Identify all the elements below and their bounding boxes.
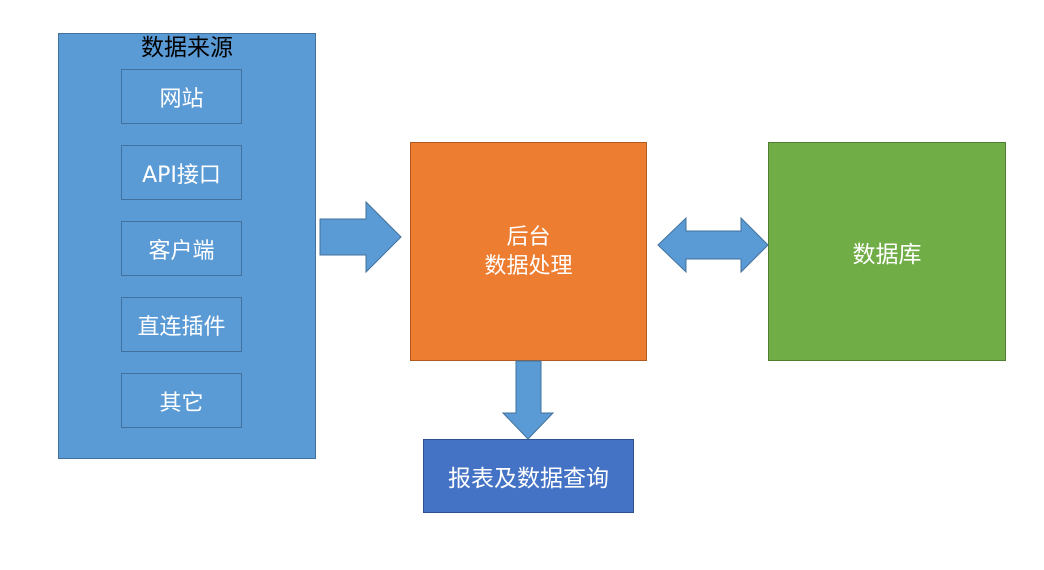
arrow-double [657,216,769,274]
reports-box: 报表及数据查询 [423,439,634,513]
source-item-plugin: 直连插件 [121,297,242,352]
source-item-api: API接口 [121,145,242,200]
source-item-client: 客户端 [121,221,242,276]
database-box: 数据库 [768,142,1006,361]
source-item-other: 其它 [121,373,242,428]
data-sources-title: 数据来源 [141,35,233,61]
processing-line2: 数据处理 [484,253,573,279]
arrow-right [319,200,402,274]
processing-line1: 后台 [506,224,551,250]
source-item-website: 网站 [121,69,242,124]
arrow-down [501,360,555,440]
backend-processing-box: 后台 数据处理 [410,142,647,361]
